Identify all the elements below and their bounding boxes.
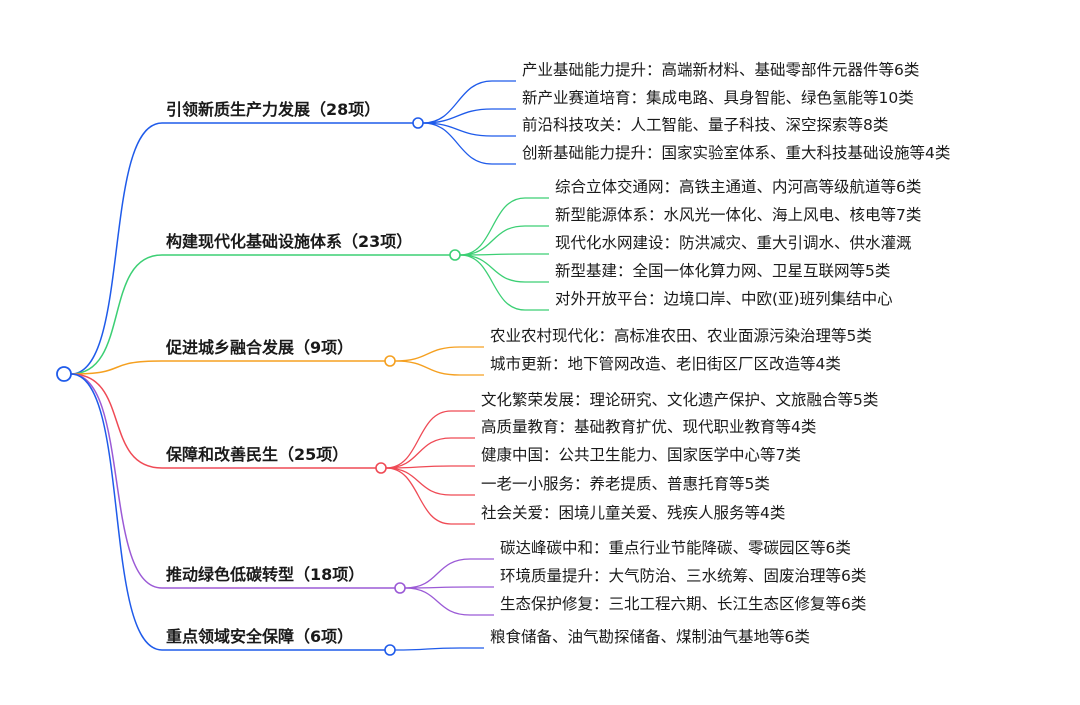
branch-node-1[interactable] bbox=[412, 117, 424, 129]
branch-node-2[interactable] bbox=[449, 249, 461, 261]
branch-node-6[interactable] bbox=[384, 644, 396, 656]
branch-label-2: 构建现代化基础设施体系（23项） bbox=[166, 232, 413, 251]
leaf-label: 前沿科技攻关：人工智能、量子科技、深空探索等8类 bbox=[522, 116, 889, 134]
branch-node-5[interactable] bbox=[394, 582, 406, 594]
leaf-label: 新产业赛道培育：集成电路、具身智能、绿色氢能等10类 bbox=[522, 89, 914, 107]
leaf-connector bbox=[459, 253, 549, 256]
leaf-connector bbox=[394, 346, 484, 362]
leaf-connector bbox=[404, 587, 494, 616]
leaf-connector bbox=[394, 647, 484, 651]
leaf-label: 产业基础能力提升：高端新材料、基础零部件元器件等6类 bbox=[522, 61, 920, 79]
leaf-connector bbox=[459, 254, 549, 283]
leaf-label: 环境质量提升：大气防治、三水统筹、固废治理等6类 bbox=[500, 567, 867, 585]
branch-node-4[interactable] bbox=[375, 462, 387, 474]
branch-connector-4 bbox=[70, 373, 376, 469]
leaf-connector bbox=[385, 437, 475, 469]
leaf-connector bbox=[422, 122, 516, 165]
leaf-label: 文化繁荣发展：理论研究、文化遗产保护、文旅融合等5类 bbox=[481, 391, 879, 409]
branch-label-3: 促进城乡融合发展（9项） bbox=[166, 338, 354, 357]
leaf-label: 创新基础能力提升：国家实验室体系、重大科技基础设施等4类 bbox=[522, 144, 951, 162]
leaf-connector bbox=[459, 254, 549, 311]
leaf-label: 碳达峰碳中和：重点行业节能降碳、零碳园区等6类 bbox=[500, 539, 851, 557]
branch-label-6: 重点领域安全保障（6项） bbox=[166, 627, 354, 646]
node-markers bbox=[56, 117, 461, 656]
leaf-label: 粮食储备、油气勘探储备、煤制油气基地等6类 bbox=[490, 628, 810, 646]
connector-lines bbox=[70, 80, 549, 651]
leaf-label: 综合立体交通网：高铁主通道、内河高等级航道等6类 bbox=[555, 178, 922, 196]
leaf-label: 对外开放平台：边境口岸、中欧(亚)班列集结中心 bbox=[555, 290, 893, 308]
leaf-label: 农业农村现代化：高标准农田、农业面源污染治理等5类 bbox=[490, 327, 872, 345]
leaf-connector bbox=[459, 225, 549, 256]
leaf-label: 城市更新：地下管网改造、老旧街区厂区改造等4类 bbox=[490, 355, 841, 373]
branch-node-3[interactable] bbox=[384, 355, 396, 367]
leaf-label: 一老一小服务：养老提质、普惠托育等5类 bbox=[481, 475, 770, 493]
leaf-label: 健康中国：公共卫生能力、国家医学中心等7类 bbox=[481, 446, 801, 464]
leaf-connector bbox=[422, 80, 516, 124]
leaf-connector bbox=[422, 108, 516, 124]
branch-connector-3 bbox=[70, 360, 385, 375]
leaf-label: 现代化水网建设：防洪减灾、重大引调水、供水灌溉 bbox=[555, 234, 912, 252]
branch-label-1: 引领新质生产力发展（28项） bbox=[166, 100, 381, 119]
leaf-connector bbox=[385, 465, 475, 469]
leaf-connector bbox=[404, 586, 494, 589]
leaf-connector bbox=[385, 467, 475, 496]
branch-connector-2 bbox=[70, 254, 450, 375]
leaf-connector bbox=[404, 558, 494, 589]
leaf-connector bbox=[385, 467, 475, 525]
root-node[interactable] bbox=[56, 366, 72, 382]
branch-label-4: 保障和改善民生（25项） bbox=[166, 445, 349, 464]
leaf-label: 新型能源体系：水风光一体化、海上风电、核电等7类 bbox=[555, 206, 922, 224]
leaf-connector bbox=[459, 197, 549, 256]
leaf-connector bbox=[385, 410, 475, 469]
branch-connector-5 bbox=[70, 373, 395, 589]
leaf-label: 高质量教育：基础教育扩优、现代职业教育等4类 bbox=[481, 418, 817, 436]
branch-connector-6 bbox=[70, 373, 385, 651]
leaf-label: 新型基建：全国一体化算力网、卫星互联网等5类 bbox=[555, 262, 891, 280]
leaf-label: 社会关爱：困境儿童关爱、残疾人服务等4类 bbox=[481, 504, 786, 522]
branch-connector-1 bbox=[70, 122, 413, 375]
leaf-connector bbox=[394, 360, 484, 376]
branch-label-5: 推动绿色低碳转型（18项） bbox=[166, 565, 365, 584]
leaf-label: 生态保护修复：三北工程六期、长江生态区修复等6类 bbox=[500, 595, 867, 613]
leaf-connector bbox=[422, 122, 516, 137]
